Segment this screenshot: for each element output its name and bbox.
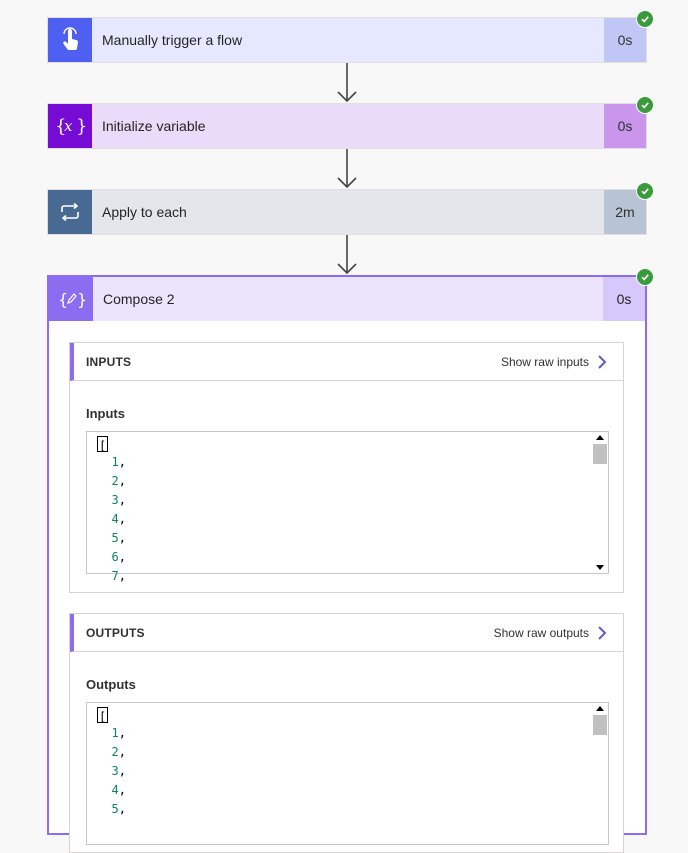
- outputs-code-editor[interactable]: [ 1, 2, 3, 4, 5,: [86, 702, 609, 845]
- chevron-right-icon: [598, 625, 607, 640]
- code-number: 1: [111, 455, 119, 469]
- compose-header[interactable]: { } Compose 2 0s: [49, 277, 645, 321]
- compose-icon: { }: [49, 277, 93, 321]
- arrow-down-icon: [337, 149, 357, 189]
- inputs-section-header: INPUTS Show raw inputs: [70, 343, 623, 381]
- code-number: 2: [111, 745, 119, 759]
- code-line: 1,: [111, 455, 126, 469]
- code-content: [ 1, 2, 3, 4, 5,: [97, 705, 126, 819]
- field-label: Outputs: [86, 677, 136, 692]
- step-compose-2: { } Compose 2 0s INPUTS Show raw inputs …: [47, 268, 654, 853]
- svg-text:{: {: [55, 116, 66, 137]
- success-check-icon: [636, 182, 654, 200]
- arrow-down-icon: [337, 235, 357, 275]
- code-line: 2,: [111, 474, 126, 488]
- svg-text:}: }: [77, 290, 87, 309]
- outputs-section-header: OUTPUTS Show raw outputs: [70, 614, 623, 652]
- success-check-icon: [636, 10, 654, 28]
- arrow-down-icon: [337, 63, 357, 103]
- code-bracket: [: [97, 436, 109, 453]
- loop-icon: [48, 190, 92, 234]
- code-line: 2,: [111, 745, 126, 759]
- scroll-up-icon[interactable]: [596, 435, 604, 440]
- code-number: 5: [111, 802, 119, 816]
- inputs-code-editor[interactable]: [ 1, 2, 3, 4, 5, 6, 7,: [86, 431, 609, 583]
- code-line: 6,: [111, 550, 126, 564]
- code-number: 5: [111, 531, 119, 545]
- section-title: OUTPUTS: [86, 625, 145, 640]
- code-number: 3: [111, 493, 119, 507]
- code-line: 4,: [111, 783, 126, 797]
- svg-text:}: }: [76, 116, 87, 137]
- outputs-section: OUTPUTS Show raw outputs Outputs [ 1, 2,…: [69, 613, 624, 853]
- scrollbar[interactable]: [592, 432, 608, 573]
- step-manually-trigger[interactable]: Manually trigger a flow 0s: [47, 10, 654, 63]
- code-line: [: [97, 705, 126, 724]
- field-label: Inputs: [86, 406, 125, 421]
- link-label: Show raw outputs: [493, 625, 589, 640]
- code-number: 1: [111, 726, 119, 740]
- variable-icon: { x }: [48, 104, 92, 148]
- scroll-thumb[interactable]: [593, 715, 607, 735]
- scroll-thumb[interactable]: [593, 444, 607, 464]
- touch-hand-icon: [48, 18, 92, 62]
- svg-text:x: x: [64, 117, 73, 135]
- code-number: 2: [111, 474, 119, 488]
- scroll-down-icon[interactable]: [596, 565, 604, 570]
- svg-text:{: {: [58, 290, 68, 309]
- step-title: Initialize variable: [102, 118, 206, 134]
- step-title: Manually trigger a flow: [102, 32, 243, 48]
- show-raw-inputs-link[interactable]: Show raw inputs: [501, 355, 607, 369]
- step-title: Compose 2: [103, 291, 175, 307]
- chevron-right-icon: [598, 354, 607, 369]
- code-line: 7,: [111, 569, 126, 583]
- code-number: 4: [111, 512, 119, 526]
- code-line: 3,: [111, 493, 126, 507]
- scrollbar[interactable]: [592, 703, 608, 844]
- link-label: Show raw inputs: [500, 354, 589, 369]
- code-line: 1,: [111, 726, 126, 740]
- code-line: 5,: [111, 531, 126, 545]
- step-initialize-variable[interactable]: { x } Initialize variable 0s: [47, 96, 654, 149]
- code-content: [ 1, 2, 3, 4, 5, 6, 7,: [97, 434, 126, 586]
- step-apply-to-each[interactable]: Apply to each 2m: [47, 182, 654, 235]
- scroll-up-icon[interactable]: [596, 706, 604, 711]
- show-raw-outputs-link[interactable]: Show raw outputs: [494, 626, 607, 640]
- code-number: 6: [111, 550, 119, 564]
- code-bracket: [: [97, 707, 109, 724]
- section-title: INPUTS: [86, 354, 132, 369]
- code-line: [: [97, 434, 126, 453]
- code-line: 5,: [111, 802, 126, 816]
- step-title: Apply to each: [102, 204, 187, 220]
- inputs-section: INPUTS Show raw inputs Inputs [ 1, 2, 3,…: [69, 342, 624, 593]
- code-line: 3,: [111, 764, 126, 778]
- success-check-icon: [636, 96, 654, 114]
- code-number: 4: [111, 783, 119, 797]
- code-number: 7: [111, 569, 119, 583]
- step-duration: 0s: [603, 277, 645, 321]
- code-line: 4,: [111, 512, 126, 526]
- code-number: 3: [111, 764, 119, 778]
- success-check-icon: [636, 268, 654, 286]
